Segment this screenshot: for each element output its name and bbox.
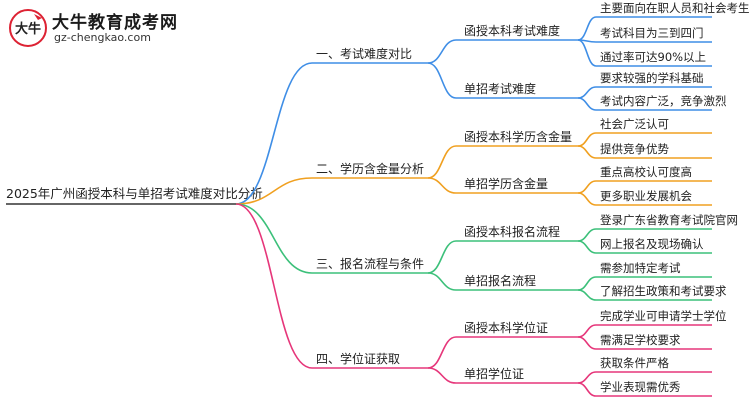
leaf-node[interactable]: 登录广东省教育考试院官网 [600,213,738,227]
leaf-connector [577,86,597,99]
leaf-connector [577,336,597,350]
branch-topic[interactable]: 四、学位证获取 [316,351,400,366]
leaf-node[interactable]: 获取条件严格 [600,356,669,370]
branch-topic[interactable]: 三、报名流程与条件 [316,256,424,271]
leaf-connector [577,180,597,194]
leaf-node[interactable]: 要求较强的学科基础 [600,71,704,85]
leaf-connector [577,132,597,147]
leaf-connector [577,371,597,384]
logo-badge-text: 大牛 [15,21,41,37]
branch-topic[interactable]: 二、学历含金量分析 [316,161,424,176]
leaf-node[interactable]: 需参加特定考试 [600,261,681,275]
leaf-connector [577,16,597,41]
site-logo[interactable]: 大牛 大牛教育成考网 gz-chengkao.com [8,6,188,50]
subtopic-connector [427,145,457,179]
leaf-node[interactable]: 网上报名及现场确认 [600,237,704,251]
leaf-node[interactable]: 重点高校认可度高 [600,165,692,179]
subtopic-node[interactable]: 函授本科报名流程 [464,224,560,239]
logo-url: gz-chengkao.com [54,31,151,44]
leaf-node[interactable]: 考试科目为三到四门 [600,26,704,40]
leaf-connector [577,289,597,301]
logo-title: 大牛教育成考网 [52,13,178,33]
leaf-node[interactable]: 学业表现需优秀 [600,380,681,394]
branch-connector [235,203,313,274]
leaf-connector [577,276,597,291]
leaf-connector [577,97,597,111]
subtopic-connector [427,367,457,384]
leaf-connector [577,240,597,254]
subtopic-connector [427,177,457,194]
leaf-connector [577,145,597,159]
branch-connector [235,62,313,205]
subtopic-node[interactable]: 函授本科考试难度 [464,23,560,38]
subtopic-node[interactable]: 单招考试难度 [464,81,536,96]
leaf-node[interactable]: 考试内容广泛，竞争激烈 [600,94,727,108]
subtopic-node[interactable]: 函授本科学历含金量 [464,129,572,144]
leaf-node[interactable]: 通过率可达90%以上 [600,50,706,64]
leaf-connector [577,228,597,242]
subtopic-connector [427,272,457,291]
subtopic-node[interactable]: 单招报名流程 [464,273,536,288]
subtopic-node[interactable]: 单招学历含金量 [464,176,548,191]
subtopic-node[interactable]: 单招学位证 [464,366,524,381]
logo-badge-icon: 大牛 [9,9,47,47]
leaf-node[interactable]: 社会广泛认可 [600,117,669,131]
subtopic-node[interactable]: 函授本科学位证 [464,320,548,335]
subtopic-connector [427,336,457,369]
leaf-node[interactable]: 需满足学校要求 [600,333,681,347]
leaf-connector [577,39,597,67]
root-topic[interactable]: 2025年广州函授本科与单招考试难度对比分析 [6,186,263,201]
branch-topic[interactable]: 一、考试难度对比 [316,46,412,61]
leaf-node[interactable]: 了解招生政策和考试要求 [600,284,727,298]
leaf-connector [577,382,597,397]
branch-connector [235,177,313,205]
subtopic-connector [427,62,457,99]
leaf-connector [577,192,597,206]
leaf-node[interactable]: 完成学业可申请学士学位 [600,309,727,323]
subtopic-connector [427,39,457,64]
leaf-node[interactable]: 更多职业发展机会 [600,189,692,203]
branch-connector [235,203,313,369]
leaf-connector [577,324,597,338]
leaf-node[interactable]: 提供竞争优势 [600,142,669,156]
subtopic-connector [427,240,457,274]
leaf-node[interactable]: 主要面向在职人员和社会考生 [600,1,750,15]
